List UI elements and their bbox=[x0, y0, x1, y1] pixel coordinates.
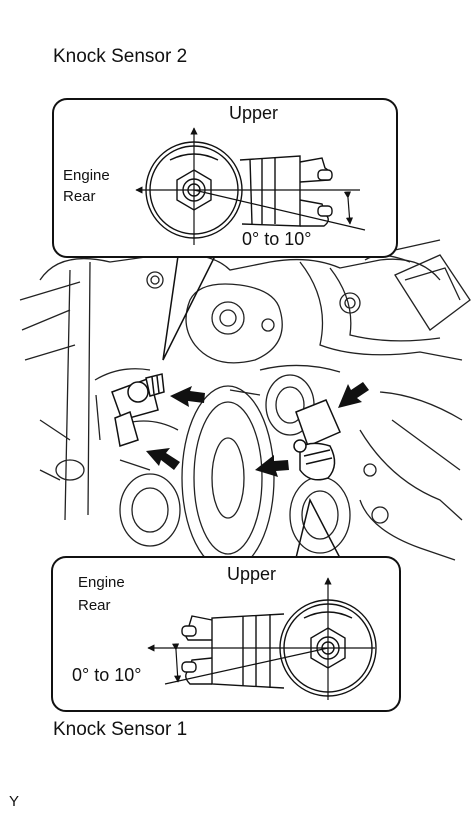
callout-box-knock-sensor-2 bbox=[52, 98, 398, 258]
rear-label-bottom: Rear bbox=[78, 597, 111, 614]
engine-label-bottom: Engine bbox=[78, 574, 125, 591]
angle-label-top: 0° to 10° bbox=[242, 229, 312, 249]
knock-sensor-1-title: Knock Sensor 1 bbox=[53, 719, 188, 740]
engine-block-drawing bbox=[19, 239, 471, 571]
callout-leader-lines bbox=[162, 255, 341, 559]
corner-code: Y bbox=[9, 793, 20, 810]
upper-label-top: Upper bbox=[229, 103, 279, 123]
knock-sensor-2-part bbox=[111, 373, 165, 447]
knock-sensor-1-part bbox=[293, 399, 341, 481]
engine-label-top: Engine bbox=[63, 167, 110, 184]
knock-sensor-2-title: Knock Sensor 2 bbox=[53, 46, 188, 67]
upper-label-bottom: Upper bbox=[227, 564, 277, 584]
pointer-arrows bbox=[146, 382, 369, 477]
rear-label-top: Rear bbox=[63, 188, 96, 205]
callout-box-knock-sensor-1 bbox=[51, 556, 401, 712]
angle-label-bottom: 0° to 10° bbox=[72, 665, 142, 685]
